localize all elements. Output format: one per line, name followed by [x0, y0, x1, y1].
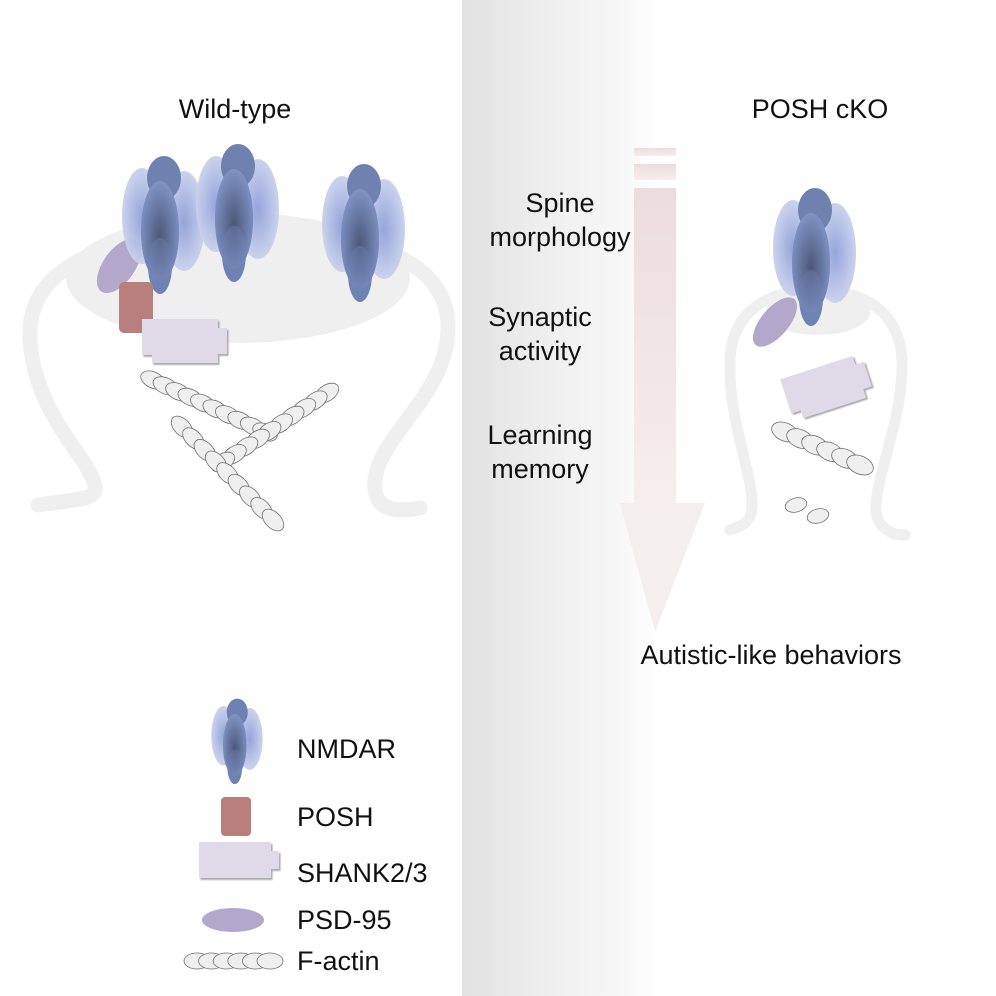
- center-gradient-panel: [462, 0, 662, 996]
- mutant-factin-monomers: [784, 497, 830, 524]
- effect-line: activity: [498, 336, 582, 366]
- legend-shank-icon: [199, 842, 279, 878]
- factin-bead: [256, 952, 284, 970]
- effect-learning-memory: Learning memory: [440, 418, 640, 486]
- wt-factin-filament-2: [210, 382, 340, 473]
- legend-label-nmdar: NMDAR: [297, 734, 396, 764]
- factin-bead: [261, 508, 285, 532]
- wt-factin-filament-1: [140, 370, 278, 442]
- mutant-title: POSH cKO: [751, 94, 889, 124]
- factin-bead: [846, 454, 874, 476]
- mutant-psd95: [752, 297, 798, 347]
- decrease-arrow-icon: [620, 148, 705, 632]
- legend-posh-icon: [221, 797, 251, 836]
- legend-label-psd95: PSD-95: [297, 905, 392, 935]
- effect-spine-morphology: Spine morphology: [460, 186, 660, 254]
- legend-nmdar-icon: [211, 698, 263, 785]
- effect-line: Spine: [525, 188, 595, 218]
- legend-label-factin: F-actin: [297, 946, 380, 976]
- mutant-shank: [780, 353, 874, 421]
- mutant-factin-filament: [771, 421, 874, 476]
- legend-factin-icon: [183, 952, 284, 970]
- wt-factin-filament-3: [170, 415, 285, 532]
- effect-synaptic-activity: Synaptic activity: [440, 300, 640, 368]
- effect-line: Learning: [487, 420, 593, 450]
- legend-label-posh: POSH: [297, 802, 374, 832]
- effect-line: morphology: [489, 222, 631, 252]
- outcome-label: Autistic-like behaviors: [640, 640, 902, 670]
- legend-psd95-icon: [202, 908, 264, 932]
- effect-line: memory: [491, 454, 589, 484]
- wt-shank: [142, 319, 227, 363]
- legend-label-shank: SHANK2/3: [297, 858, 428, 888]
- wild-type-title: Wild-type: [178, 94, 292, 124]
- effect-line: Synaptic: [488, 302, 592, 332]
